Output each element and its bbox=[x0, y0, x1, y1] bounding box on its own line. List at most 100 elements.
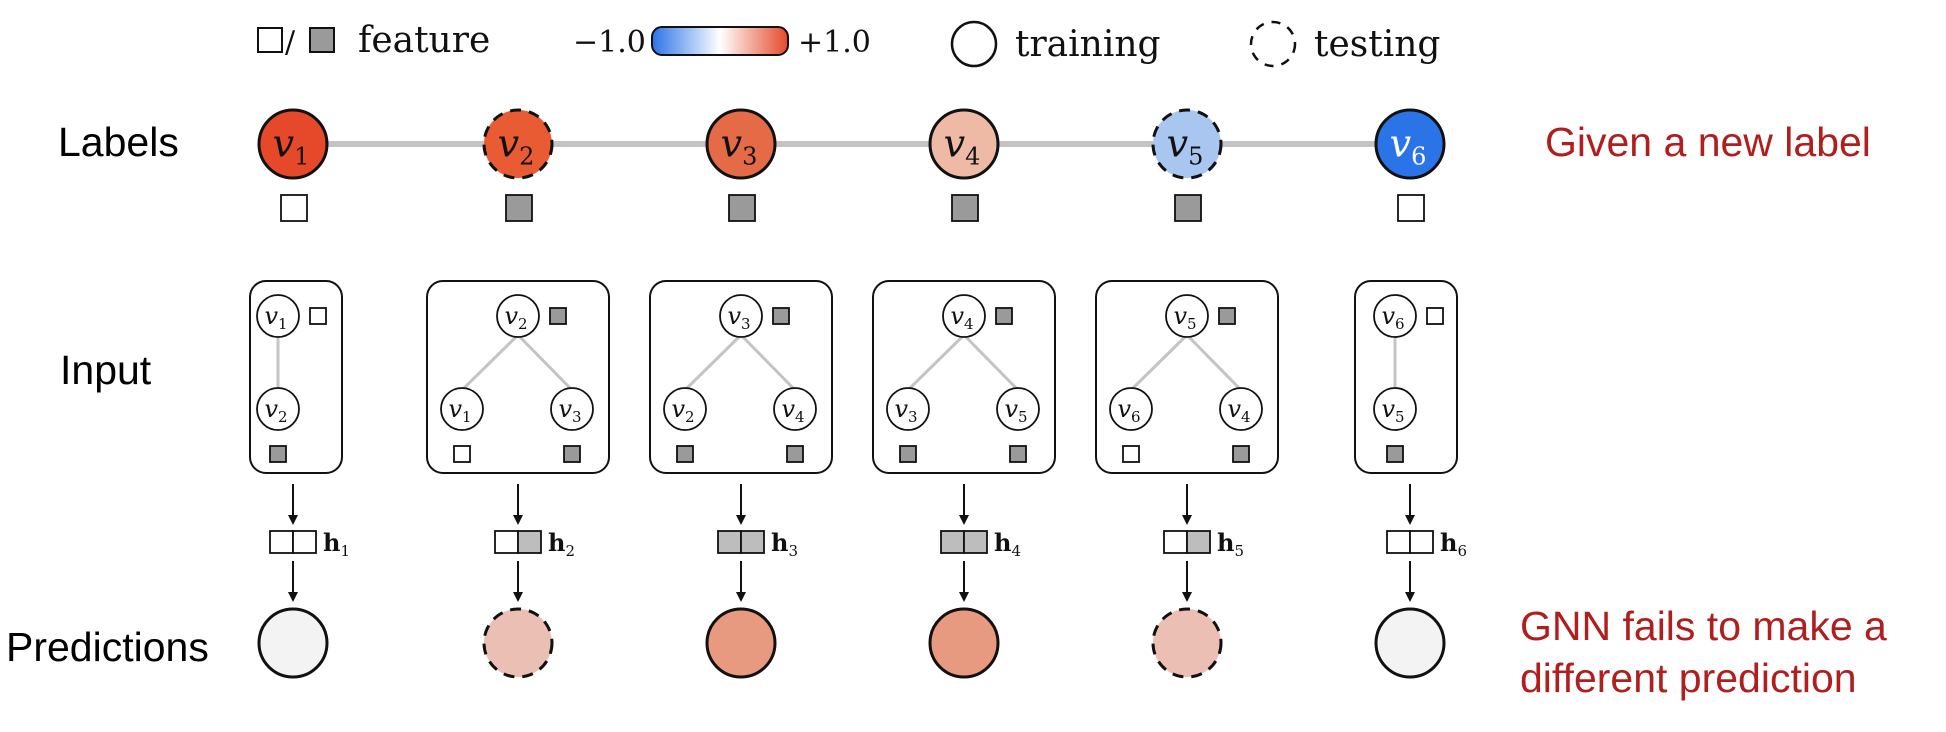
embedding-cell-1-1 bbox=[269, 530, 294, 554]
input-edge-4-2 bbox=[962, 333, 1020, 392]
feature-empty-swatch bbox=[257, 27, 283, 53]
prediction-node-2 bbox=[482, 607, 554, 679]
embedding-cell-4-1 bbox=[940, 530, 965, 554]
input-edge-5-2 bbox=[1185, 333, 1243, 392]
embedding-cell-2-1 bbox=[494, 530, 519, 554]
embedding-label-2: h2 bbox=[548, 528, 575, 560]
input-neighbor-node-4-1 bbox=[886, 387, 930, 431]
input-neighbor-node-1 bbox=[256, 387, 300, 431]
input-neighbor-node-3-2-label: v4 bbox=[781, 395, 804, 426]
label-node-4-feature bbox=[951, 194, 979, 222]
embedding-label-1: h1 bbox=[323, 528, 350, 560]
input-neighbor-node-3-1 bbox=[663, 387, 707, 431]
input-center-node-3 bbox=[719, 294, 763, 338]
input-center-node-3-label: v3 bbox=[727, 302, 750, 333]
embedding-label-3: h3 bbox=[771, 528, 798, 560]
embedding-cell-3-1 bbox=[717, 530, 742, 554]
input-neighbor-node-4-2-label: v5 bbox=[1004, 395, 1027, 426]
embedding-label-5: h5 bbox=[1217, 528, 1244, 560]
input-neighbor-node-2-1 bbox=[440, 387, 484, 431]
label-node-4 bbox=[928, 108, 1000, 180]
label-node-6-label: v6 bbox=[1390, 122, 1427, 171]
label-node-6 bbox=[1374, 108, 1446, 180]
label-node-1-label: v1 bbox=[273, 122, 310, 171]
label-node-3 bbox=[705, 108, 777, 180]
scale-min-label: −1.0 bbox=[573, 25, 646, 60]
input-center-node-6-label: v6 bbox=[1381, 302, 1404, 333]
input-neighbor-node-5-2-label: v4 bbox=[1227, 395, 1250, 426]
input-neighbor-feature-3-2 bbox=[786, 445, 804, 463]
input-center-node-5 bbox=[1165, 294, 1209, 338]
prediction-node-4 bbox=[928, 607, 1000, 679]
label-node-6-feature bbox=[1397, 194, 1425, 222]
label-node-5 bbox=[1151, 108, 1223, 180]
embedding-cell-3-2 bbox=[740, 530, 765, 554]
embedding-label-4: h4 bbox=[994, 528, 1021, 560]
input-neighbor-node-4-1-label: v3 bbox=[894, 395, 917, 426]
scale-max-label: +1.0 bbox=[798, 25, 871, 60]
input-center-feature-4 bbox=[995, 307, 1013, 325]
input-neighbor-node-3-1-label: v2 bbox=[671, 395, 694, 426]
input-neighbor-feature-6 bbox=[1386, 445, 1404, 463]
annotation-fails-line1: GNN fails to make a bbox=[1520, 603, 1887, 649]
label-node-1 bbox=[257, 108, 329, 180]
node-column-5: v5 v6 v4 v5 h5 bbox=[1095, 108, 1279, 679]
input-neighbor-feature-5-2 bbox=[1232, 445, 1250, 463]
input-neighbor-feature-4-2 bbox=[1009, 445, 1027, 463]
label-node-2 bbox=[482, 108, 554, 180]
label-node-2-feature bbox=[505, 194, 533, 222]
label-node-1-feature bbox=[280, 194, 308, 222]
embedding-cell-1-2 bbox=[292, 530, 317, 554]
input-center-node-2-label: v2 bbox=[504, 302, 527, 333]
input-center-node-5-label: v5 bbox=[1173, 302, 1196, 333]
input-neighbor-feature-5-1 bbox=[1122, 445, 1140, 463]
embedding-cell-5-2 bbox=[1186, 530, 1211, 554]
label-node-5-feature bbox=[1174, 194, 1202, 222]
input-center-node-6 bbox=[1373, 294, 1417, 338]
input-center-node-1 bbox=[256, 294, 300, 338]
input-edge-3-2 bbox=[739, 333, 797, 392]
annotation-fails-line2: different prediction bbox=[1520, 655, 1857, 701]
annotation-given-label: Given a new label bbox=[1545, 119, 1871, 165]
prediction-node-6 bbox=[1374, 607, 1446, 679]
input-neighbor-node-5-1-label: v6 bbox=[1117, 395, 1140, 426]
legend: / feature −1.0 +1.0 training testing bbox=[257, 20, 1440, 68]
input-center-feature-3 bbox=[772, 307, 790, 325]
row-label-input: Input bbox=[60, 347, 152, 393]
input-edge-4-1 bbox=[906, 333, 966, 392]
input-neighbor-feature-3-1 bbox=[676, 445, 694, 463]
feature-slash: / bbox=[285, 25, 296, 60]
color-scale-bar bbox=[651, 26, 789, 56]
embedding-cell-2-2 bbox=[517, 530, 542, 554]
input-neighbor-feature-2-1 bbox=[453, 445, 471, 463]
label-node-3-feature bbox=[728, 194, 756, 222]
label-node-5-label: v5 bbox=[1167, 122, 1204, 171]
input-center-feature-6 bbox=[1426, 307, 1444, 325]
input-neighbor-node-2-2 bbox=[550, 387, 594, 431]
input-edge-2-2 bbox=[516, 333, 574, 392]
embedding-cell-5-1 bbox=[1163, 530, 1188, 554]
embedding-cell-4-2 bbox=[963, 530, 988, 554]
input-center-feature-2 bbox=[549, 307, 567, 325]
input-neighbor-node-6 bbox=[1373, 387, 1417, 431]
input-neighbor-feature-2-2 bbox=[563, 445, 581, 463]
prediction-node-3 bbox=[705, 607, 777, 679]
label-node-2-label: v2 bbox=[498, 122, 535, 171]
training-legend-circle bbox=[950, 20, 998, 68]
input-neighbor-node-4-2 bbox=[996, 387, 1040, 431]
row-label-predictions: Predictions bbox=[6, 624, 209, 670]
input-neighbor-node-5-1 bbox=[1109, 387, 1153, 431]
input-center-node-1-label: v1 bbox=[264, 302, 287, 333]
input-neighbor-node-2-2-label: v3 bbox=[558, 395, 581, 426]
feature-filled-swatch bbox=[309, 27, 335, 53]
embedding-label-6: h6 bbox=[1440, 528, 1467, 560]
feature-legend-label: feature bbox=[358, 20, 490, 61]
input-neighbor-node-3-2 bbox=[773, 387, 817, 431]
training-legend-label: training bbox=[1015, 24, 1161, 65]
